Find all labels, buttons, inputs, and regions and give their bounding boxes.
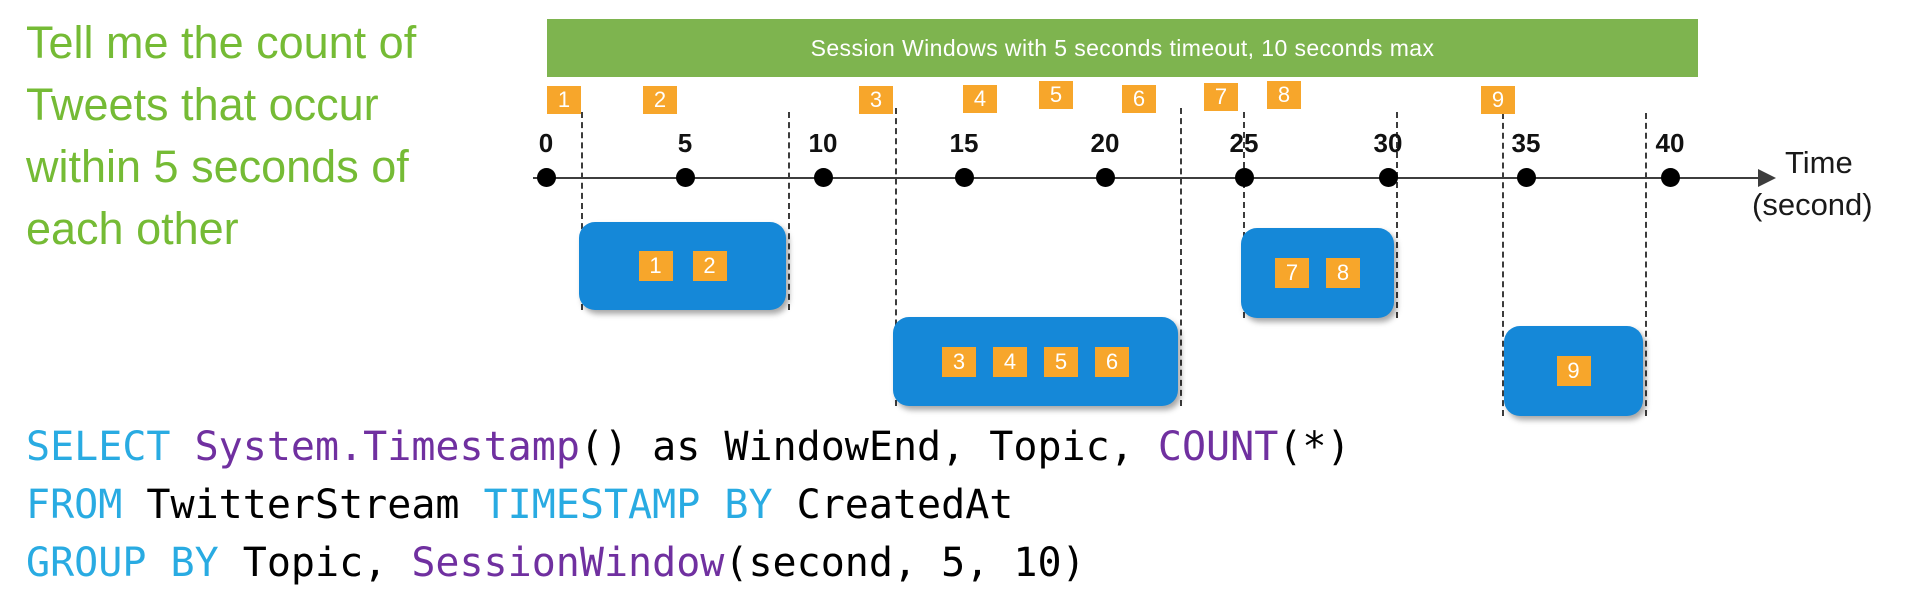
window-event-chip-6: 6 <box>1095 346 1129 377</box>
sql-token-plain: (second, 5, 10) <box>724 540 1086 586</box>
event-marker-6: 6 <box>1122 85 1156 113</box>
event-marker-4: 4 <box>963 85 997 113</box>
event-marker-3: 3 <box>859 86 893 114</box>
session-window-2-end-boundary <box>1180 108 1182 406</box>
window-event-chip-3: 3 <box>942 346 976 377</box>
sql-token-plain: Topic, <box>218 540 412 586</box>
window-event-chip-8: 8 <box>1326 258 1360 288</box>
session-window-4-start-boundary <box>1502 113 1504 416</box>
sql-token-plain: CreatedAt <box>772 482 1014 528</box>
sql-token-keyword: GROUP BY <box>26 540 219 586</box>
tick-label-20: 20 <box>1090 128 1120 158</box>
question-line: Tell me the count of <box>26 17 417 68</box>
question-line: each other <box>26 203 239 254</box>
sql-token-plain: TwitterStream <box>122 482 484 528</box>
sql-token-plain: (*) <box>1278 424 1351 470</box>
sql-token-function: SessionWindow <box>411 540 725 586</box>
sql-token-function: System.Timestamp <box>194 424 580 470</box>
banner-title: Session Windows with 5 seconds timeout, … <box>810 34 1435 61</box>
window-event-chip-7: 7 <box>1275 258 1309 288</box>
question-text: Tell me the count of Tweets that occur wit… <box>26 12 416 260</box>
timeline-dot-35 <box>1517 168 1536 187</box>
session-window-1-end-boundary <box>788 112 790 310</box>
sql-line-2: FROM TwitterStream TIMESTAMP BY CreatedA… <box>26 476 1351 534</box>
sql-token-keyword: TIMESTAMP BY <box>483 482 773 528</box>
tick-label-10: 10 <box>808 128 838 158</box>
tick-label-25: 25 <box>1229 128 1259 158</box>
time-axis-arrowhead <box>1758 169 1776 187</box>
sql-token-keyword: FROM <box>26 482 123 528</box>
event-marker-5: 5 <box>1039 81 1073 109</box>
timeline-dot-40 <box>1661 168 1680 187</box>
session-window-3-start-boundary <box>1243 112 1245 318</box>
session-window-1-start-boundary <box>581 112 583 310</box>
window-event-chip-2: 2 <box>692 251 727 281</box>
session-window-4: 9 <box>1504 326 1643 416</box>
timeline-dot-20 <box>1096 168 1115 187</box>
event-marker-1: 1 <box>547 86 581 114</box>
timeline-dot-15 <box>955 168 974 187</box>
time-axis-label: Time <box>1785 145 1853 180</box>
question-line: Tweets that occur <box>26 79 379 130</box>
sql-line-1: SELECT System.Timestamp() as WindowEnd, … <box>26 418 1351 476</box>
window-event-chip-1: 1 <box>638 251 673 281</box>
session-window-2-start-boundary <box>895 108 897 406</box>
timeline-dot-10 <box>814 168 833 187</box>
sql-line-3: GROUP BY Topic, SessionWindow(second, 5,… <box>26 534 1351 592</box>
window-event-chip-5: 5 <box>1044 346 1078 377</box>
timeline-dot-0 <box>537 168 556 187</box>
tick-label-40: 40 <box>1655 128 1685 158</box>
tick-label-35: 35 <box>1511 128 1541 158</box>
timeline-dot-30 <box>1379 168 1398 187</box>
time-axis-line <box>533 177 1758 179</box>
event-marker-9: 9 <box>1481 86 1515 114</box>
timeline-dot-25 <box>1235 168 1254 187</box>
sql-query: SELECT System.Timestamp() as WindowEnd, … <box>26 418 1351 592</box>
session-window-3-end-boundary <box>1396 112 1398 318</box>
tick-label-30: 30 <box>1373 128 1403 158</box>
event-marker-8: 8 <box>1267 81 1301 109</box>
session-windows-banner: Session Windows with 5 seconds timeout, … <box>547 19 1698 77</box>
event-marker-2: 2 <box>643 86 677 114</box>
tick-label-0: 0 <box>538 128 554 158</box>
question-line: within 5 seconds of <box>26 141 409 192</box>
tick-label-15: 15 <box>949 128 979 158</box>
sql-token-plain <box>171 424 195 470</box>
window-event-chip-9: 9 <box>1556 356 1591 386</box>
time-axis-unit-label: (second) <box>1752 187 1873 222</box>
timeline-dot-5 <box>676 168 695 187</box>
sql-token-function: COUNT <box>1157 424 1279 470</box>
sql-token-keyword: SELECT <box>26 424 171 470</box>
sql-token-plain: () as WindowEnd, Topic, <box>579 424 1158 470</box>
tick-label-5: 5 <box>677 128 693 158</box>
window-event-chip-4: 4 <box>993 346 1027 377</box>
session-window-4-end-boundary <box>1645 113 1647 416</box>
event-marker-7: 7 <box>1204 83 1238 111</box>
